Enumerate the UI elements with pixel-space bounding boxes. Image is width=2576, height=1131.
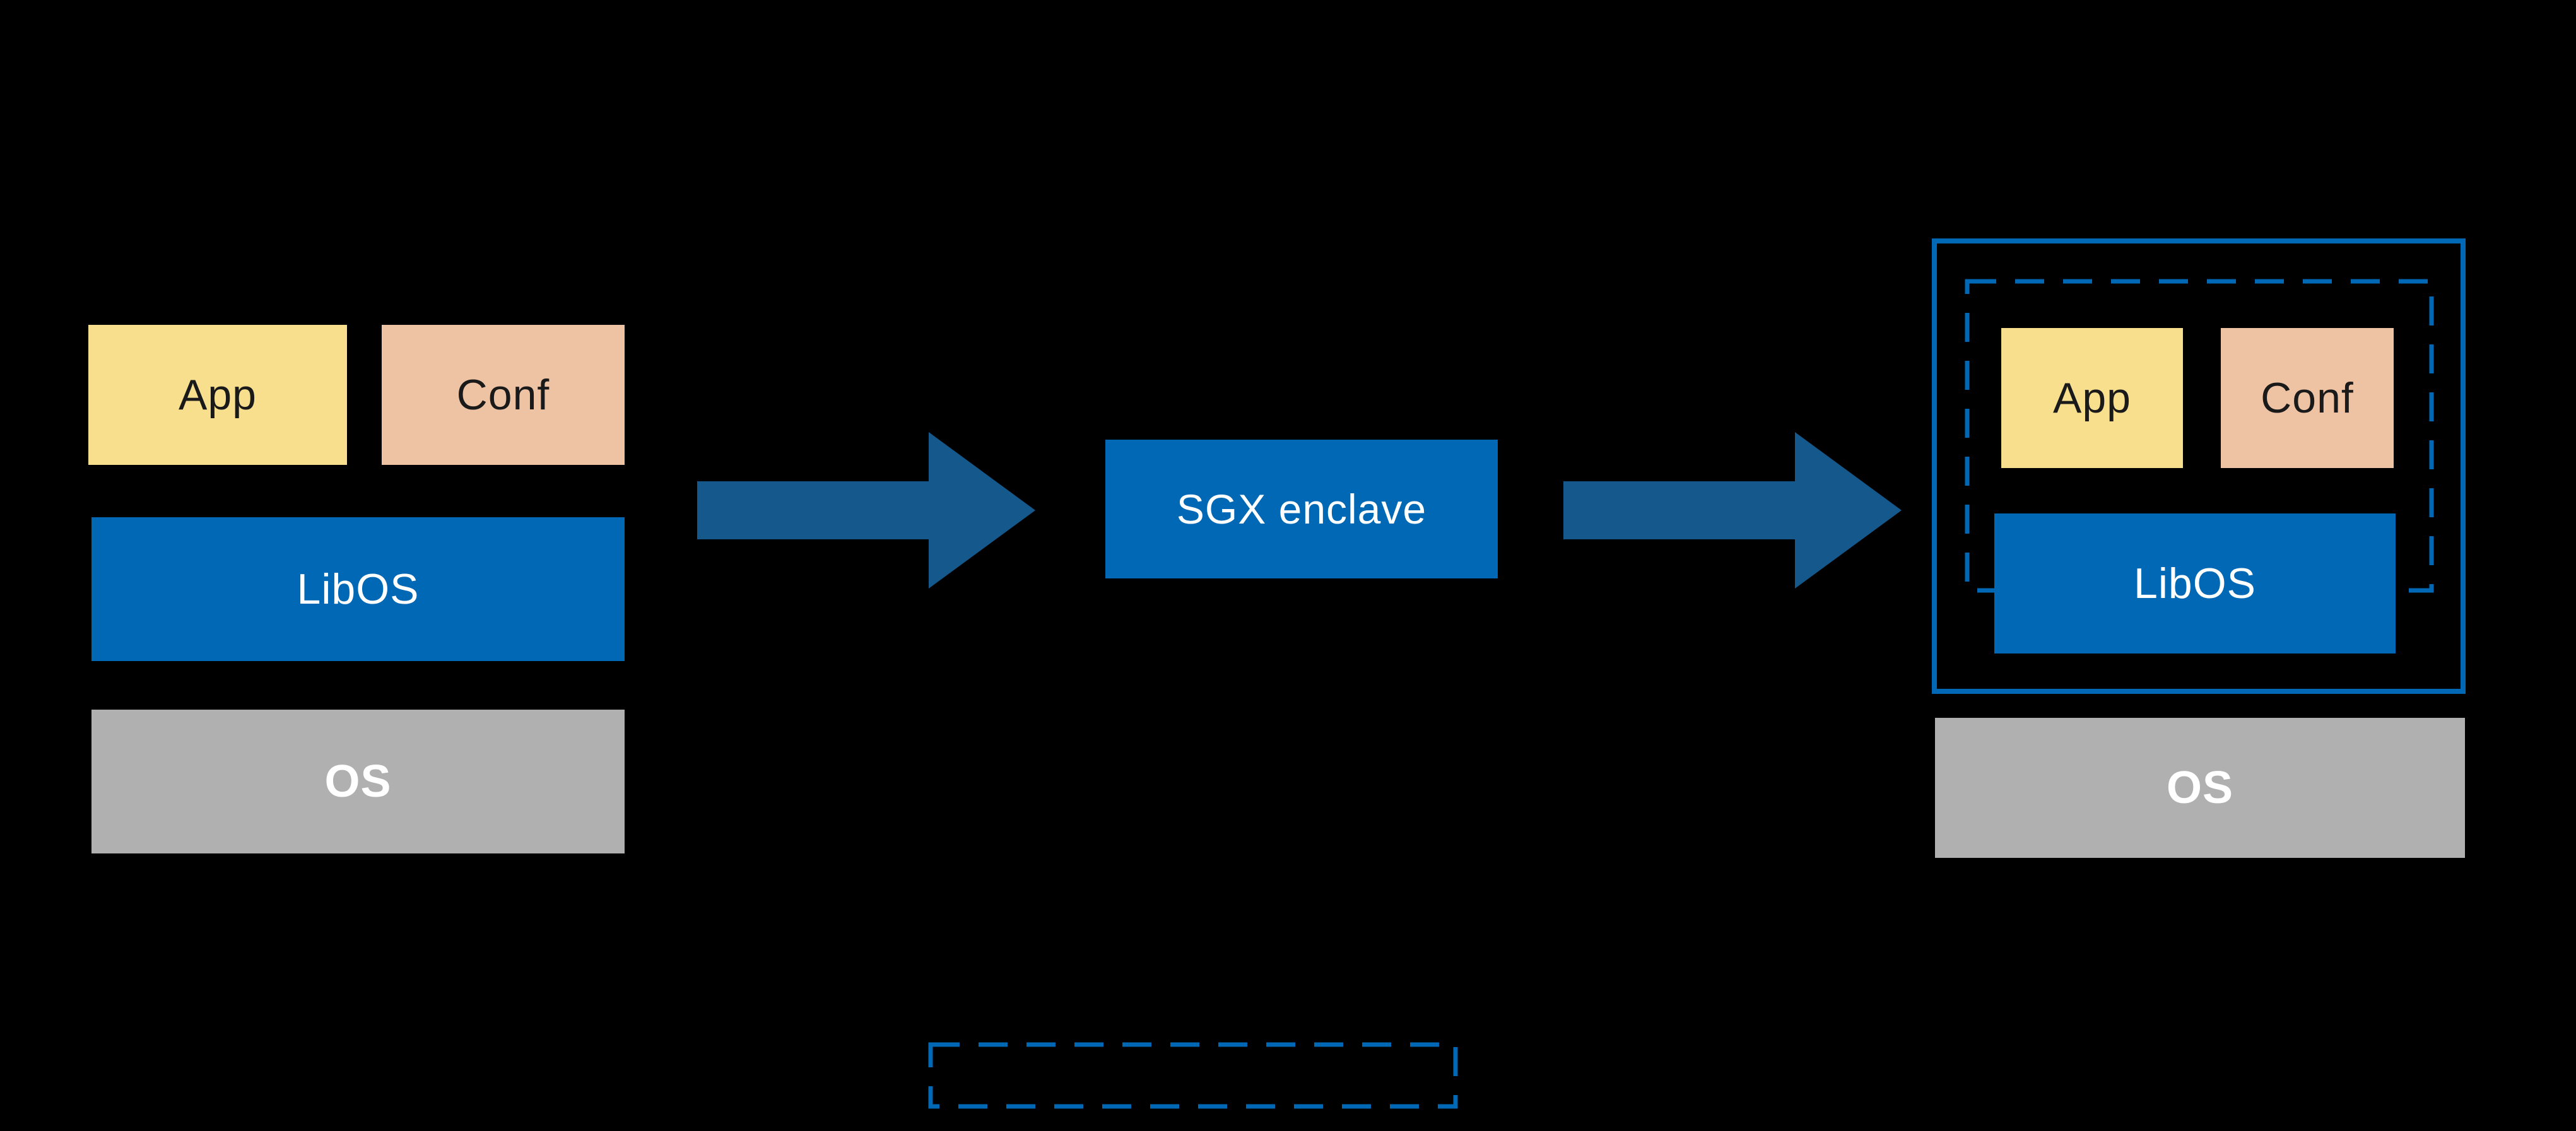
right-enclave-outline-box — [1932, 238, 2466, 694]
arrow-left-to-enclave-icon — [697, 432, 1035, 589]
right-conf-box: Conf — [2221, 328, 2394, 468]
sgx-enclave-box: SGX enclave — [1105, 440, 1498, 578]
right-os-box: OS — [1935, 718, 2465, 858]
arrow-enclave-to-right-icon — [1563, 432, 1902, 589]
left-conf-box: Conf — [382, 325, 625, 465]
left-app-box: App — [88, 325, 347, 465]
legend-dashed-box — [928, 1042, 1458, 1109]
right-libos-box: LibOS — [1994, 513, 2396, 653]
right-dashed-boundary-box — [1965, 279, 2434, 593]
right-app-box: App — [2001, 328, 2183, 468]
left-libos-box: LibOS — [91, 517, 625, 661]
left-os-box: OS — [91, 710, 625, 853]
